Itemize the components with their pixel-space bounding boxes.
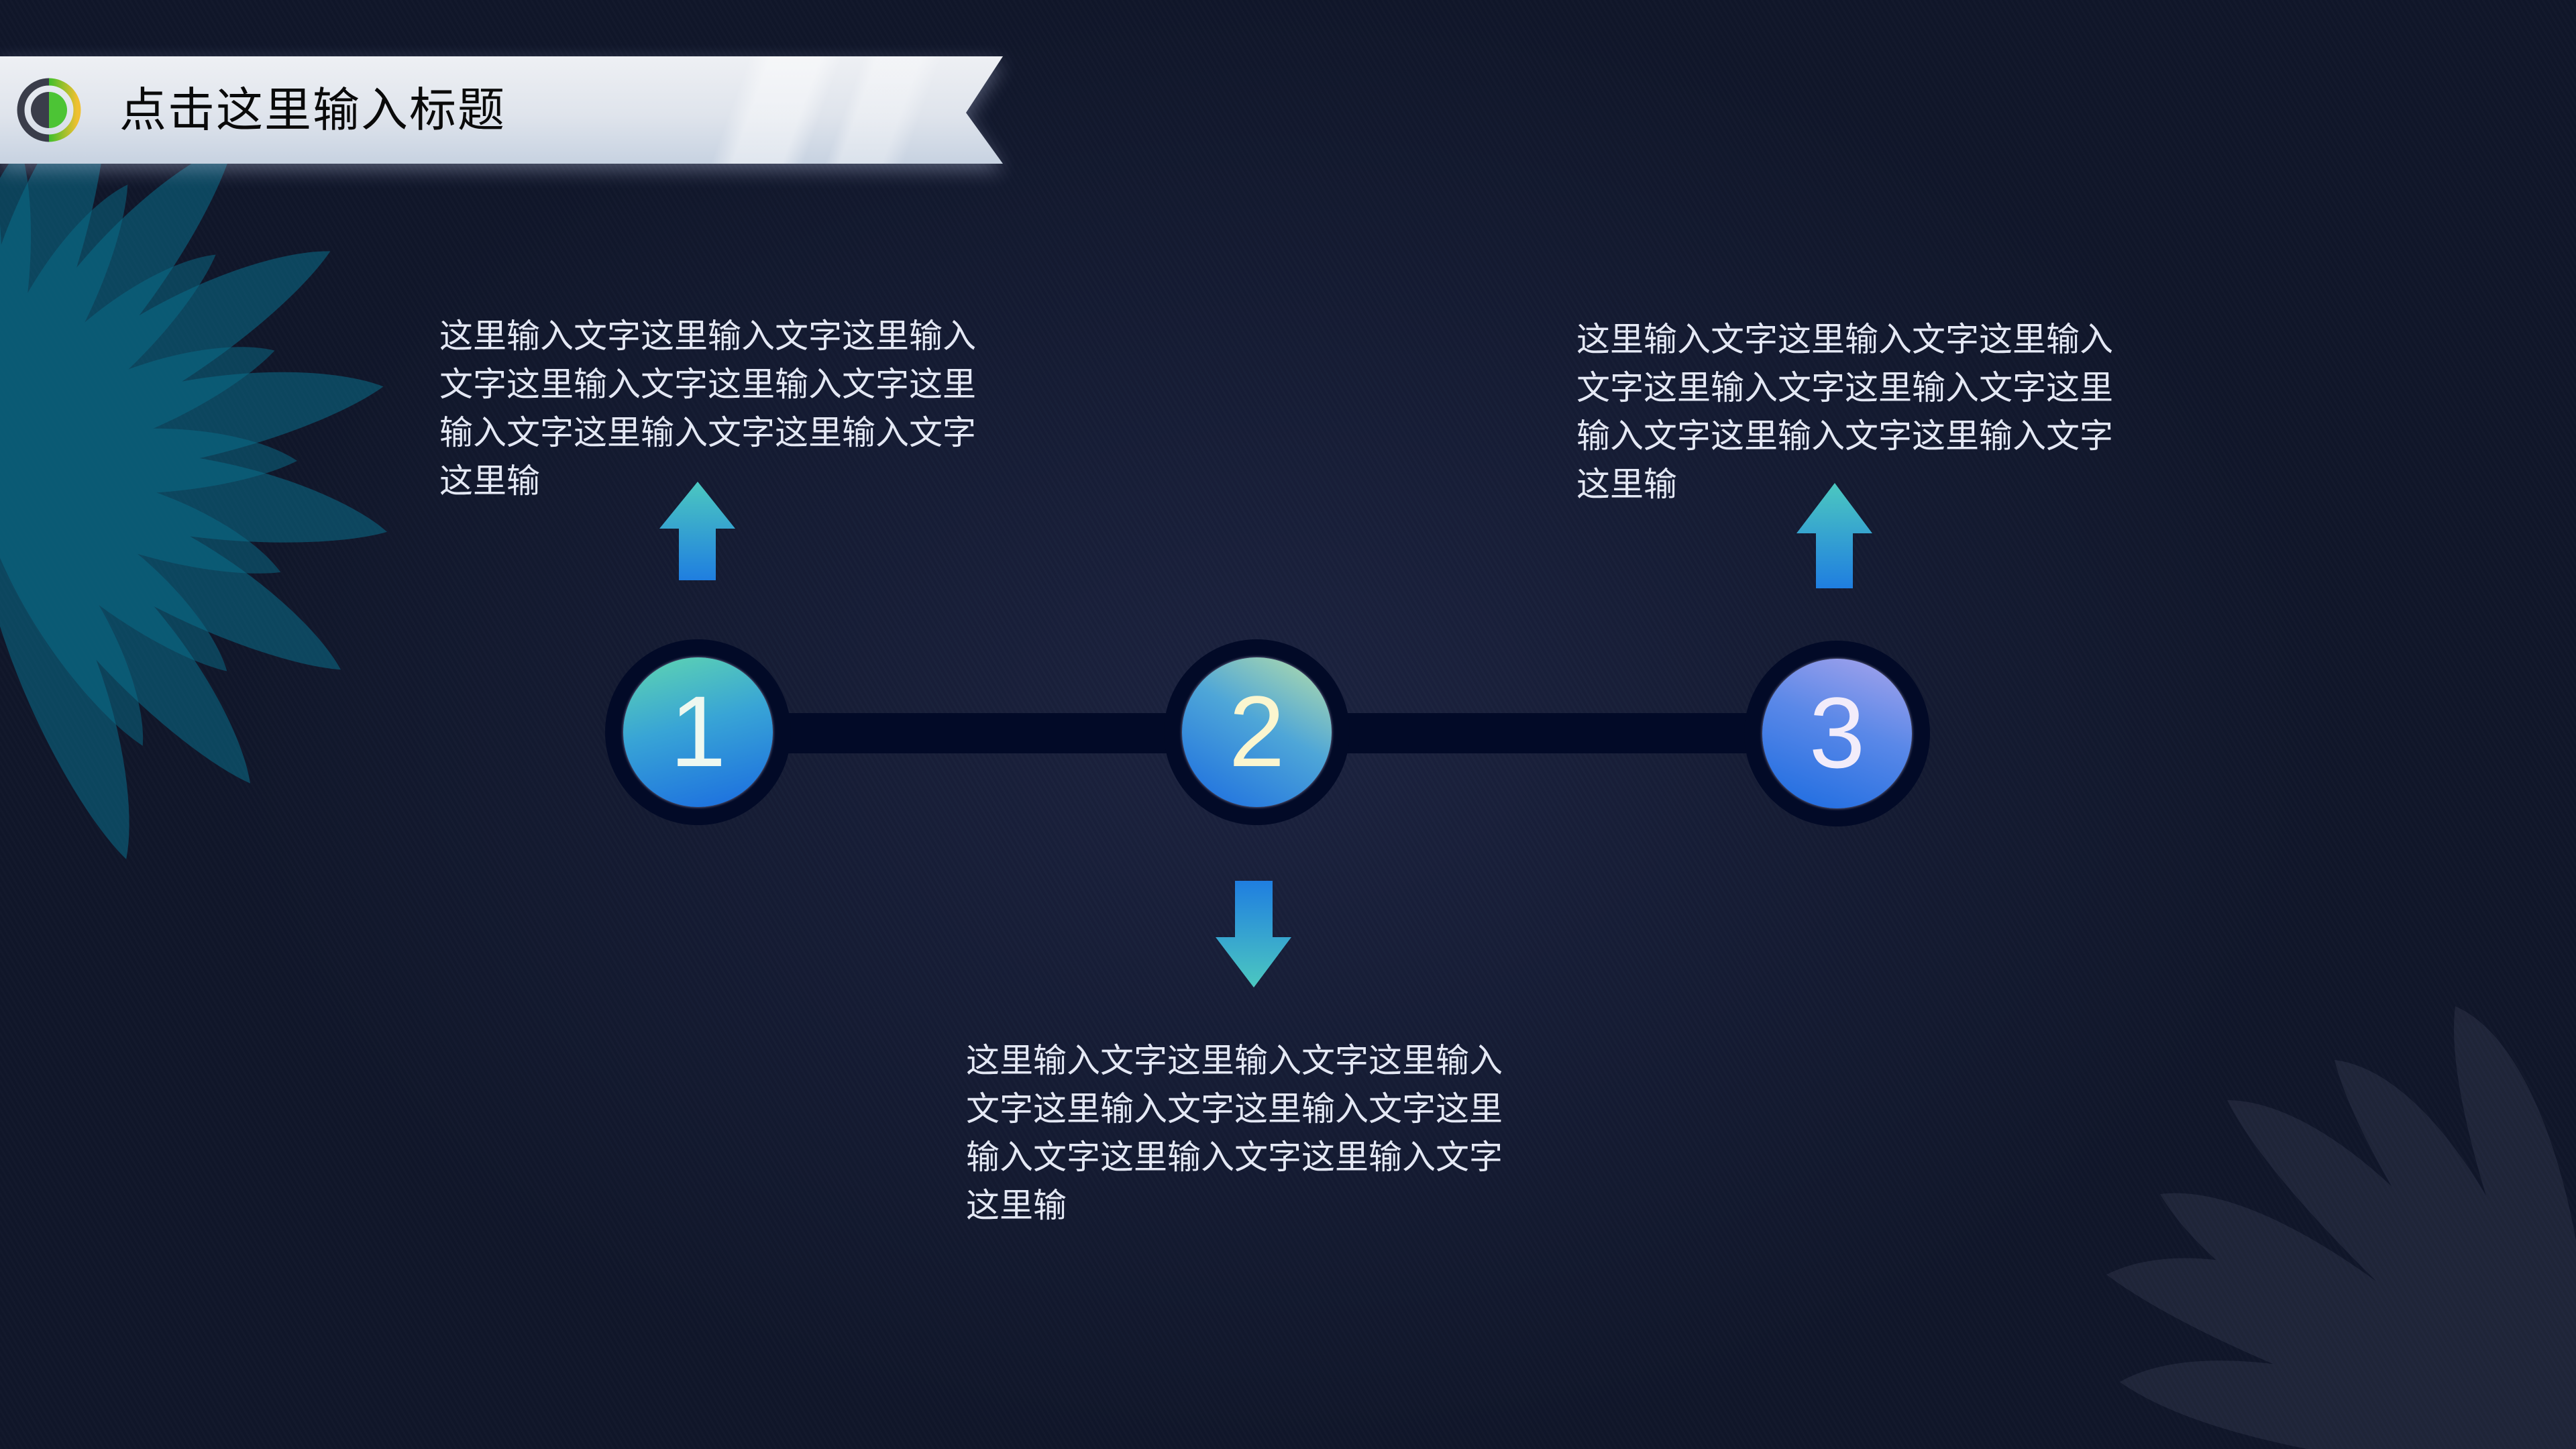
- arrow-up-icon: [659, 482, 735, 580]
- banner-background: [0, 56, 1003, 164]
- step-3-circle: 3: [1744, 641, 1930, 826]
- arrow-down-icon: [1216, 881, 1291, 987]
- step-3-badge: 3: [1762, 659, 1912, 808]
- step-2-description[interactable]: 这里输入文字这里输入文字这里输入文字这里输入文字这里输入文字这里输入文字这里输入…: [966, 1041, 1503, 1225]
- step-1-number: 1: [669, 674, 727, 788]
- title-banner: 点击这里输入标题: [0, 56, 1003, 164]
- step-1-circle: 1: [605, 639, 791, 825]
- logo-ring-icon: [17, 78, 81, 142]
- step-2-number: 2: [1228, 674, 1285, 788]
- step-2-circle: 2: [1164, 639, 1350, 825]
- step-2-badge: 2: [1182, 657, 1332, 807]
- flower-decoration-top-left: [0, 51, 387, 859]
- step-3-number: 3: [1809, 676, 1866, 789]
- flower-decoration-bottom-right: [2106, 1006, 2576, 1449]
- step-1-description[interactable]: 这里输入文字这里输入文字这里输入文字这里输入文字这里输入文字这里输入文字这里输入…: [439, 317, 976, 500]
- step-1-badge: 1: [623, 657, 773, 807]
- banner-shine: [0, 56, 1003, 164]
- arrow-up-icon: [1796, 483, 1872, 588]
- step-3-description[interactable]: 这里输入文字这里输入文字这里输入文字这里输入文字这里输入文字这里输入文字这里输入…: [1576, 320, 2113, 504]
- slide-title[interactable]: 点击这里输入标题: [119, 83, 506, 138]
